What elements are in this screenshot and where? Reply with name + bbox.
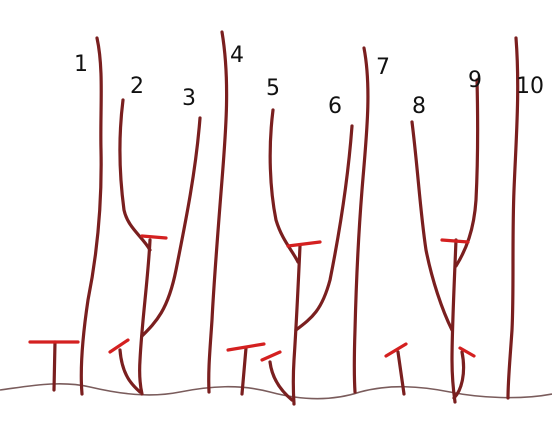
sprout-8-9 bbox=[454, 352, 464, 398]
stem-3 bbox=[142, 118, 200, 336]
label-2: 2 bbox=[130, 76, 144, 98]
stem-2-3-base bbox=[140, 240, 150, 394]
stem-2 bbox=[120, 100, 150, 250]
cut-mark-2-3-top bbox=[142, 236, 166, 238]
stem-6 bbox=[296, 126, 352, 330]
label-3: 3 bbox=[182, 88, 196, 110]
stem-1 bbox=[81, 38, 101, 394]
label-9: 9 bbox=[468, 70, 482, 92]
stem-5-6-base bbox=[293, 246, 300, 404]
stem-4 bbox=[209, 32, 227, 392]
stem-9 bbox=[456, 80, 478, 266]
stem-7 bbox=[354, 48, 368, 392]
label-10: 10 bbox=[516, 76, 544, 98]
cut-mark-sprout-5-6 bbox=[262, 352, 280, 360]
cut-mark-8-9-top bbox=[442, 240, 468, 242]
label-8: 8 bbox=[412, 96, 426, 118]
label-6: 6 bbox=[328, 96, 342, 118]
label-7: 7 bbox=[376, 57, 390, 79]
stem-5 bbox=[270, 110, 298, 262]
stub-1 bbox=[54, 342, 55, 390]
stem-8-9-base bbox=[452, 240, 456, 402]
stub-7 bbox=[398, 352, 404, 394]
sprout-2-3 bbox=[120, 350, 140, 392]
cut-mark-5-6-top bbox=[288, 242, 320, 246]
cut-mark-stub-7 bbox=[386, 344, 406, 356]
label-1: 1 bbox=[74, 54, 88, 76]
stem-8 bbox=[412, 122, 452, 330]
label-4: 4 bbox=[230, 45, 244, 67]
label-5: 5 bbox=[266, 78, 280, 100]
